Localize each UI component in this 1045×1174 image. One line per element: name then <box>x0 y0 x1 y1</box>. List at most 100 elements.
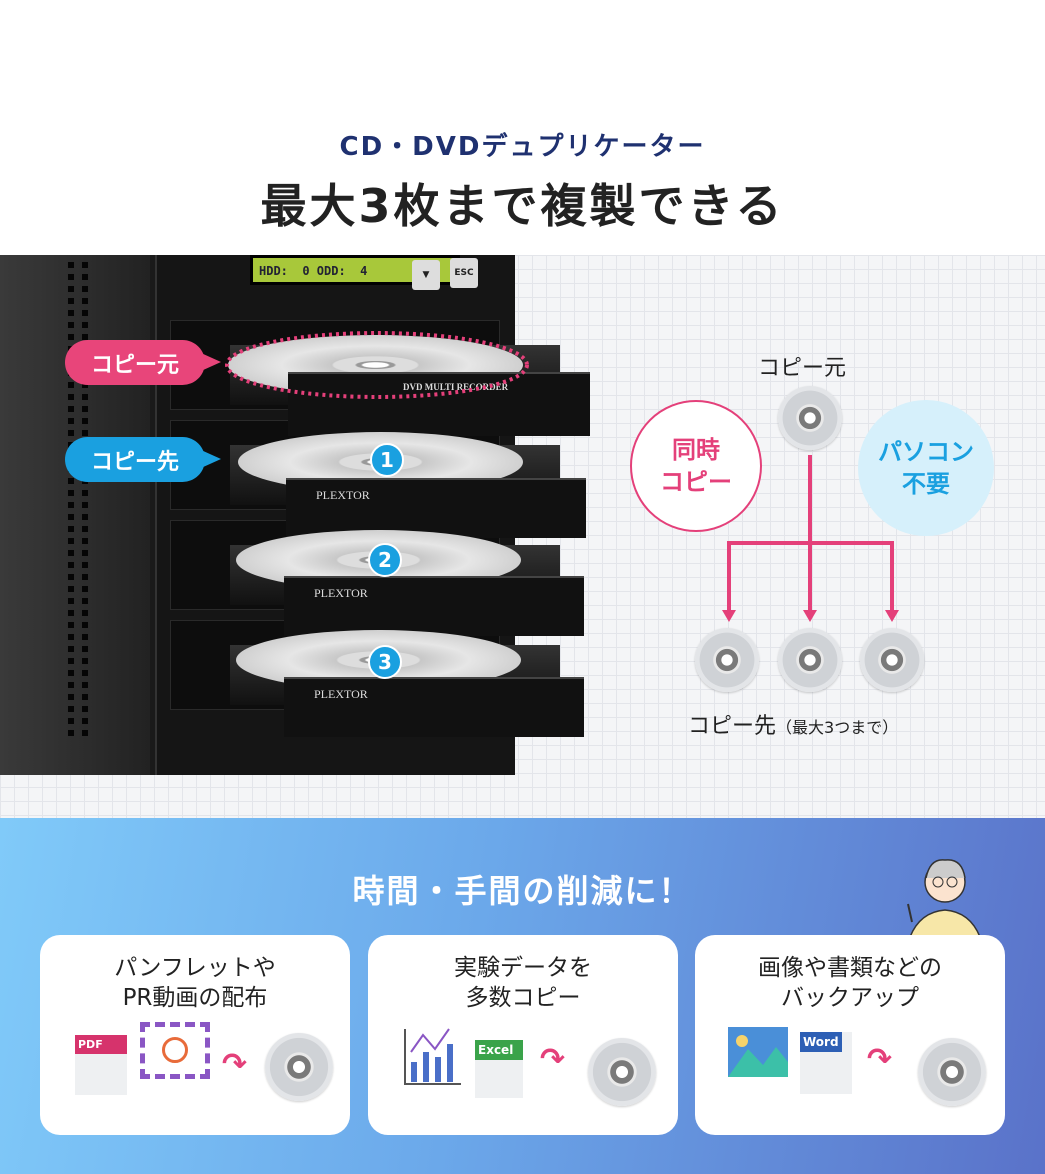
vent-hole <box>68 658 74 664</box>
vent-hole <box>82 274 88 280</box>
word-icon: Word <box>800 1032 852 1094</box>
esc-button[interactable]: ESC <box>450 258 478 288</box>
diagram-source-label: コピー元 <box>758 356 847 381</box>
vent-hole <box>82 298 88 304</box>
video-icon <box>140 1022 210 1079</box>
vent-hole <box>68 514 74 520</box>
vent-hole <box>68 538 74 544</box>
benefit-card-data: 実験データを 多数コピー Excel ↷ <box>368 935 678 1135</box>
vent-hole <box>68 286 74 292</box>
target-text: コピー先 <box>688 714 777 739</box>
disc-icon <box>265 1033 333 1101</box>
diagram-target-label: コピー先（最大3つまで） <box>688 708 898 740</box>
vent-hole <box>68 706 74 712</box>
source-highlight-ring <box>225 331 529 399</box>
person-illustration <box>907 859 981 937</box>
vent-hole <box>82 322 88 328</box>
drive-number-3: 3 <box>368 645 402 679</box>
simultaneous-copy-bubble: 同時 コピー <box>630 400 762 532</box>
vent-hole <box>68 526 74 532</box>
drive-number-2: 2 <box>368 543 402 577</box>
vent-hole <box>68 646 74 652</box>
pdf-icon-label: PDF <box>75 1035 127 1054</box>
drive-number-1: 1 <box>370 443 404 477</box>
vent-hole <box>82 682 88 688</box>
vent-hole <box>82 430 88 436</box>
arrow-down-icon <box>722 610 736 622</box>
vent-hole <box>68 634 74 640</box>
vent-hole <box>82 646 88 652</box>
vent-hole <box>82 730 88 736</box>
source-disc-icon <box>778 386 842 450</box>
vent-hole <box>68 574 74 580</box>
vent-hole <box>82 418 88 424</box>
vent-hole <box>82 310 88 316</box>
vent-hole <box>68 562 74 568</box>
vent-hole <box>68 586 74 592</box>
vent-hole <box>82 334 88 340</box>
source-label: コピー元 <box>65 340 221 385</box>
vent-hole <box>68 406 74 412</box>
chart-icon <box>404 1028 461 1085</box>
vent-hole <box>82 382 88 388</box>
vent-hole <box>82 598 88 604</box>
vent-hole <box>82 286 88 292</box>
vent-hole <box>82 670 88 676</box>
vent-hole <box>68 334 74 340</box>
vent-hole <box>68 274 74 280</box>
tray-2: PLEXTOR <box>284 576 584 636</box>
target-label: コピー先 <box>65 437 221 482</box>
vent-hole <box>68 598 74 604</box>
vent-hole <box>68 478 74 484</box>
target-disc-icon <box>695 628 759 692</box>
vent-hole <box>68 430 74 436</box>
vent-hole <box>82 262 88 268</box>
image-icon <box>728 1027 788 1077</box>
vent-hole <box>82 514 88 520</box>
tower-side-panel <box>0 255 150 775</box>
vent-hole <box>82 634 88 640</box>
vent-hole <box>68 418 74 424</box>
vent-hole <box>68 502 74 508</box>
vent-hole <box>82 718 88 724</box>
target-disc-icon <box>778 628 842 692</box>
target-disc-icon <box>860 628 924 692</box>
vent-hole <box>82 406 88 412</box>
vent-hole <box>82 562 88 568</box>
arrow-icon: ↷ <box>540 1042 566 1077</box>
target-note: （最大3つまで） <box>776 718 899 737</box>
vent-hole <box>68 694 74 700</box>
tray-1: PLEXTOR <box>286 478 586 538</box>
benefit-card-backup: 画像や書類などの バックアップ Word ↷ <box>695 935 1005 1135</box>
vent-hole <box>68 298 74 304</box>
vent-hole <box>82 694 88 700</box>
vent-hole <box>82 538 88 544</box>
connector-line <box>890 541 894 615</box>
vent-hole <box>68 394 74 400</box>
down-button[interactable]: ▼ <box>412 260 440 290</box>
vent-hole <box>82 550 88 556</box>
connector-line <box>727 541 894 545</box>
vent-hole <box>82 574 88 580</box>
arrow-icon: ↷ <box>222 1047 248 1082</box>
connector-line <box>808 455 812 615</box>
word-icon-label: Word <box>800 1032 842 1052</box>
vent-hole <box>82 526 88 532</box>
arrow-down-icon <box>803 610 817 622</box>
arrow-icon: ↷ <box>867 1042 893 1077</box>
source-tray: DVD MULTI RECORDER <box>288 372 590 436</box>
vent-hole <box>82 490 88 496</box>
vent-hole <box>82 586 88 592</box>
connector-line <box>727 541 731 615</box>
arrow-down-icon <box>885 610 899 622</box>
card-text: 実験データを 多数コピー <box>454 955 592 1011</box>
vent-hole <box>68 682 74 688</box>
disc-icon <box>588 1038 656 1106</box>
vent-hole <box>82 502 88 508</box>
vent-hole <box>68 382 74 388</box>
excel-icon-label: Excel <box>475 1040 523 1060</box>
vent-hole <box>68 550 74 556</box>
vent-hole <box>68 622 74 628</box>
excel-icon: Excel <box>475 1040 523 1098</box>
vent-hole <box>68 670 74 676</box>
